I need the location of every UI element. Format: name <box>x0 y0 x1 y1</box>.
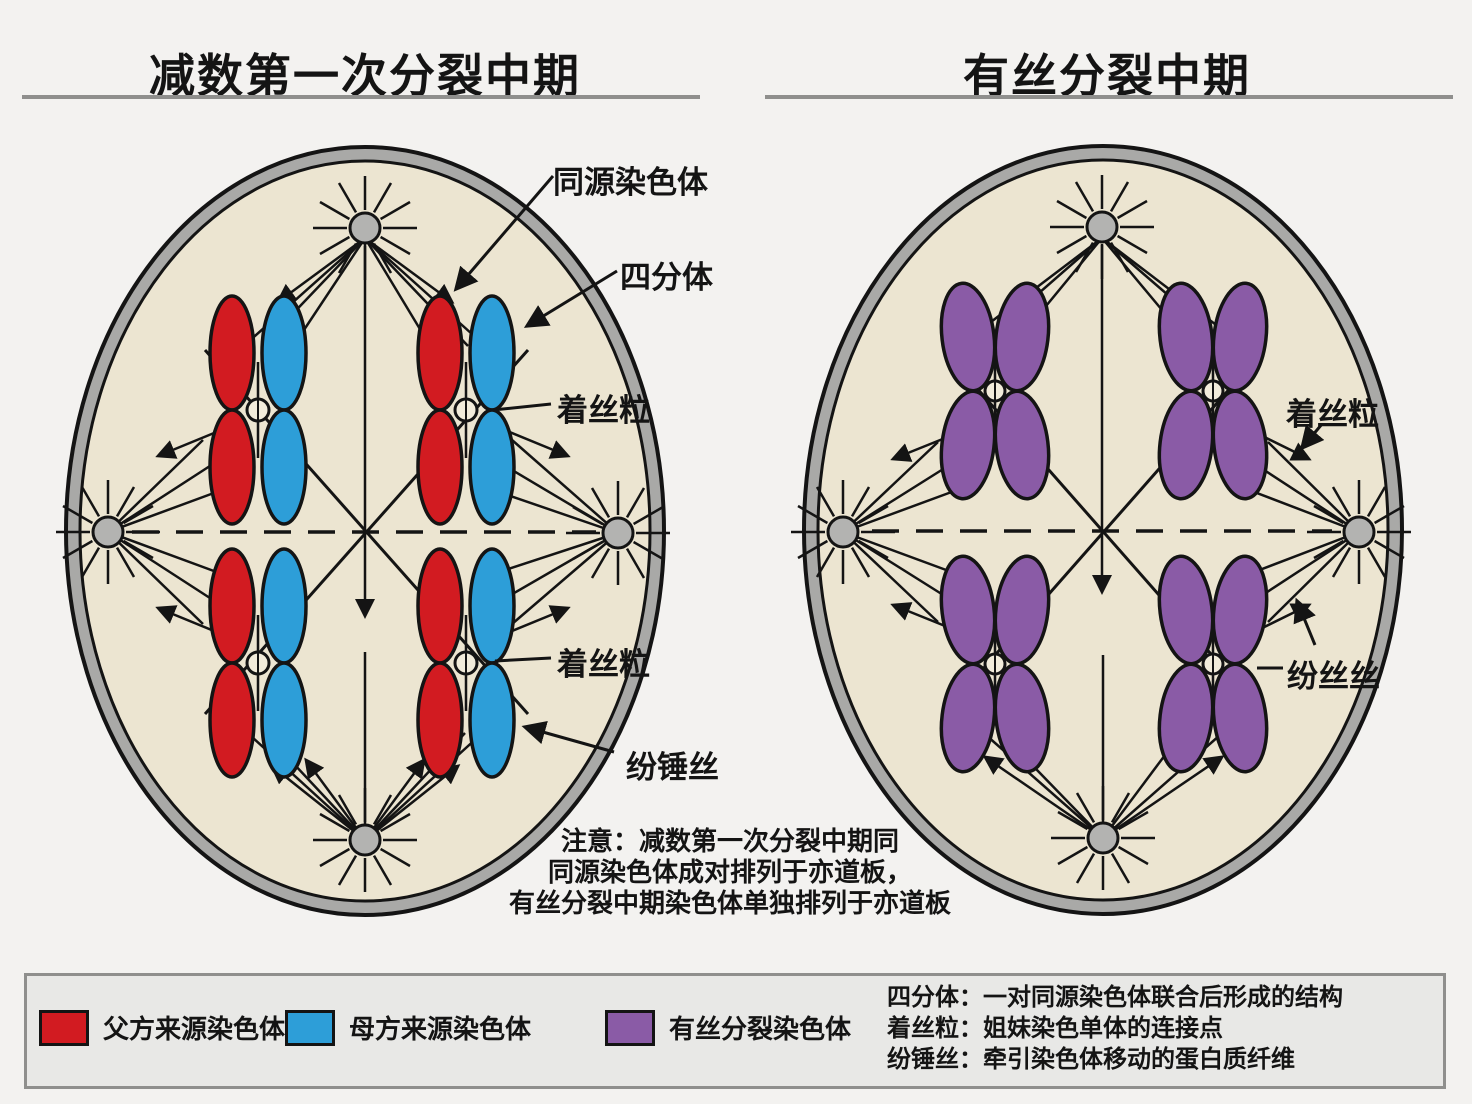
tetrad-lower-left <box>208 547 308 779</box>
note-text: 注意：减数第一次分裂中期同 同源染色体成对排列于亦道板， 有丝分裂中期染色体单独… <box>480 826 980 919</box>
label-centromere-upper: 着丝粒 <box>557 393 650 428</box>
definition-centromere: 着丝粒：姐妹染色单体的连接点 <box>887 1015 1223 1042</box>
definition-spindle-fiber: 纷锤丝：牵引染色体移动的蛋白质纤维 <box>887 1046 1295 1073</box>
page-title-meiosis: 减数第一次分裂中期 <box>149 50 581 102</box>
chromosome-lower-left <box>939 554 1051 774</box>
note-line: 有丝分裂中期染色体单独排列于亦道板 <box>508 888 951 918</box>
paternal-color-swatch <box>39 1009 89 1046</box>
meiosis-cell <box>54 145 672 917</box>
definition-tetrad: 四分体：一对同源染色体联合后形成的结构 <box>887 984 1343 1011</box>
page-title-mitosis: 有丝分裂中期 <box>963 50 1251 102</box>
label-spindle-fiber-mitosis: 纷丝丝 <box>1287 659 1380 694</box>
tetrad-lower-right <box>416 547 516 779</box>
legend-item-maternal: 母方来源染色体 <box>285 1009 531 1046</box>
label-centromere-lower: 着丝粒 <box>557 647 650 682</box>
legend-item-label: 父方来源染色体 <box>103 1014 286 1044</box>
mitotic-color-swatch <box>605 1009 655 1046</box>
label-spindle-fiber-meiosis: 纷锤丝 <box>626 750 719 785</box>
tetrad-upper-right <box>416 294 516 526</box>
label-tetrad: 四分体 <box>620 260 713 295</box>
chromosome-upper-left <box>939 281 1051 501</box>
label-pointers-meiosis <box>453 175 618 754</box>
note-line: 同源染色体成对排列于亦道板， <box>547 857 912 887</box>
legend-item-paternal: 父方来源染色体 <box>39 1009 285 1046</box>
spindle-fibers <box>842 237 1360 840</box>
legend-item-label: 母方来源染色体 <box>349 1014 532 1044</box>
chromosome-upper-right <box>1157 281 1269 501</box>
label-centromere-mitosis: 着丝粒 <box>1286 397 1379 432</box>
maternal-color-swatch <box>285 1009 335 1046</box>
definitions-list: 四分体：一对同源染色体联合后形成的结构 着丝粒：姐妹染色单体的连接点 纷锤丝：牵… <box>887 982 1343 1075</box>
title-underline-right <box>765 95 1453 99</box>
legend-item-mitotic: 有丝分裂染色体 <box>605 1009 851 1046</box>
note-line: 注意：减数第一次分裂中期同 <box>560 826 899 856</box>
label-homologous-chromosome: 同源染色体 <box>553 165 708 200</box>
mitosis-cell <box>789 144 1413 916</box>
tetrad-upper-left <box>208 294 308 526</box>
chromosome-lower-right <box>1157 554 1269 774</box>
title-underline-left <box>22 95 700 99</box>
label-pointers-mitosis <box>1257 423 1325 670</box>
legend-bar: 父方来源染色体 母方来源染色体 有丝分裂染色体 四分体：一对同源染色体联合后形成… <box>24 973 1446 1089</box>
legend-item-label: 有丝分裂染色体 <box>669 1014 852 1044</box>
